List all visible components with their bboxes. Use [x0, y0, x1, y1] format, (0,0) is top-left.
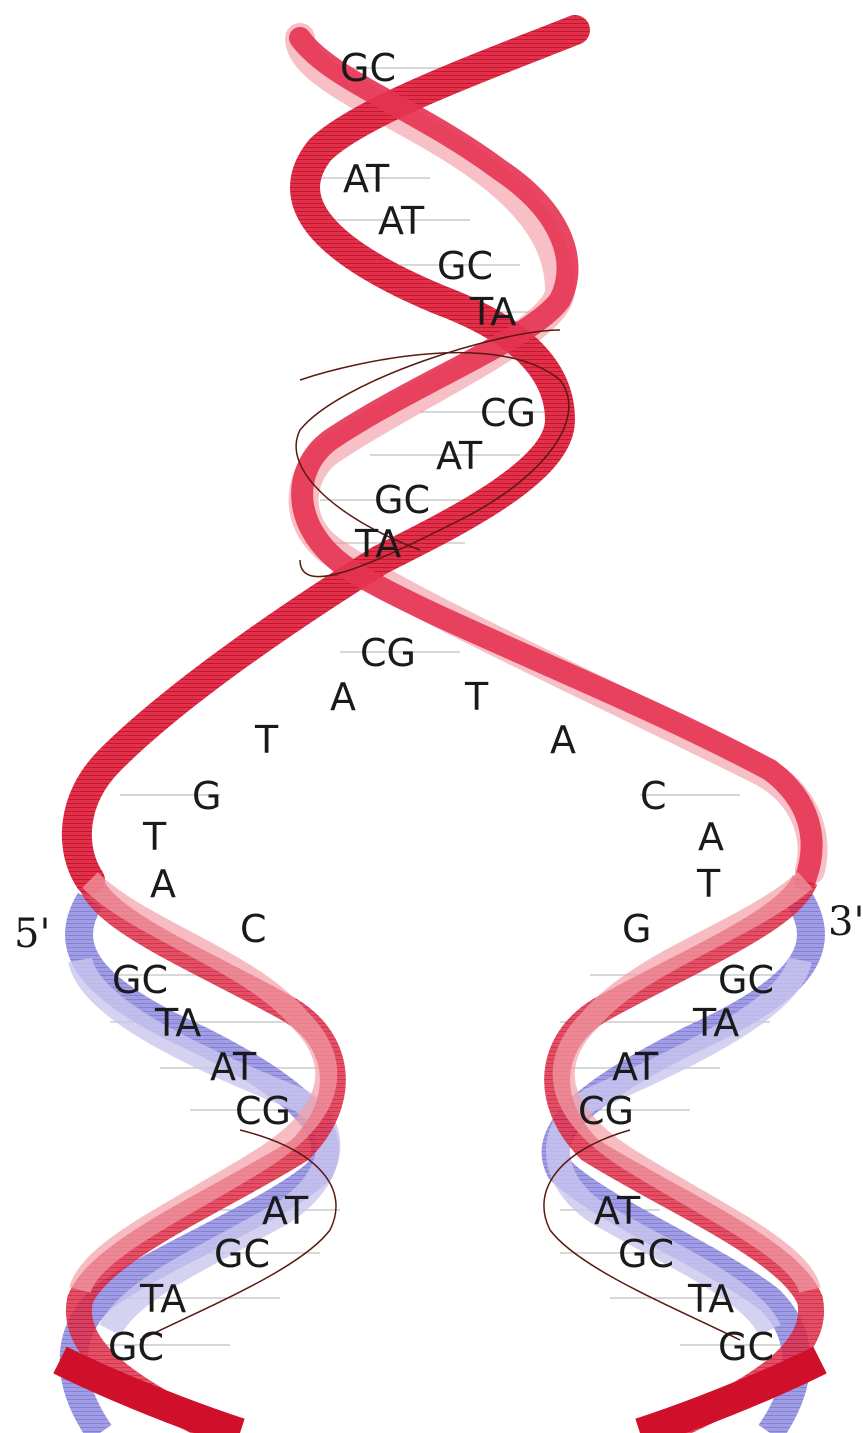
right-pair-label: GC: [718, 1325, 774, 1369]
five-prime-label: 5': [14, 911, 50, 957]
right-parent-strand: [544, 874, 825, 1433]
fork-left-base: A: [150, 862, 176, 906]
daughter-helix-right: [541, 871, 827, 1433]
right-pair-label: AT: [594, 1189, 641, 1233]
right-bottom-strand: [635, 1346, 827, 1433]
pair-label: CG: [480, 391, 536, 435]
daughter-helix-left: [53, 872, 346, 1433]
parent-outline-b: [295, 329, 561, 551]
right-pair-label: AT: [612, 1045, 659, 1089]
pair-label: GC: [437, 244, 493, 288]
left-pair-label: TA: [154, 1001, 201, 1045]
fork-left-base: A: [330, 675, 356, 719]
parent-outline-a: [299, 351, 570, 578]
left-pair-label: GC: [112, 958, 168, 1002]
right-pair-label: GC: [618, 1232, 674, 1276]
pair-label: AT: [436, 434, 483, 478]
left-pair-label: AT: [210, 1045, 257, 1089]
parent-strand-front-a: [61, 15, 590, 895]
right-parent-strand-light: [552, 871, 821, 1294]
left-pair-label: GC: [214, 1232, 270, 1276]
right-pair-label: TA: [692, 1001, 739, 1045]
pair-label: GC: [340, 46, 396, 90]
fork-right-base: A: [698, 815, 724, 859]
pair-label: GC: [374, 478, 430, 522]
fork-left-base: T: [254, 718, 279, 762]
pair-label: AT: [378, 199, 425, 243]
left-new-strand-light: [68, 956, 341, 1336]
left-bottom-strand: [53, 1346, 245, 1433]
fork-left-base: G: [192, 774, 221, 818]
left-parent-strand-light: [69, 872, 338, 1294]
fork-right-base: T: [696, 862, 721, 906]
left-pair-label: GC: [108, 1325, 164, 1369]
right-pair-label: GC: [718, 958, 774, 1002]
left-pair-label: TA: [139, 1277, 186, 1321]
fork-right-base: G: [622, 907, 651, 951]
pair-label: CG: [360, 631, 416, 675]
left-pair-label: AT: [262, 1189, 309, 1233]
fork-right-base: T: [464, 675, 489, 719]
pair-label: TA: [469, 290, 516, 334]
fork-left-base: C: [240, 907, 267, 951]
base-labels: GC AT AT GC TA CG AT GC TA CG A T G T A …: [14, 46, 863, 1369]
left-parent-strand: [65, 875, 346, 1433]
left-pair-label: CG: [235, 1089, 291, 1133]
fork-left-base: T: [142, 815, 167, 859]
parent-helix: [61, 15, 828, 895]
pair-label: TA: [354, 522, 401, 566]
fork-right-base: A: [550, 718, 576, 762]
right-outline: [543, 1129, 741, 1341]
pair-label: AT: [343, 157, 390, 201]
right-new-strand-light: [546, 956, 812, 1336]
parent-strand-front-b: [289, 27, 823, 891]
fork-right-base: C: [640, 774, 667, 818]
right-pair-label: CG: [578, 1089, 634, 1133]
right-pair-label: TA: [687, 1277, 734, 1321]
three-prime-label: 3': [828, 899, 863, 945]
left-outline: [139, 1129, 337, 1341]
